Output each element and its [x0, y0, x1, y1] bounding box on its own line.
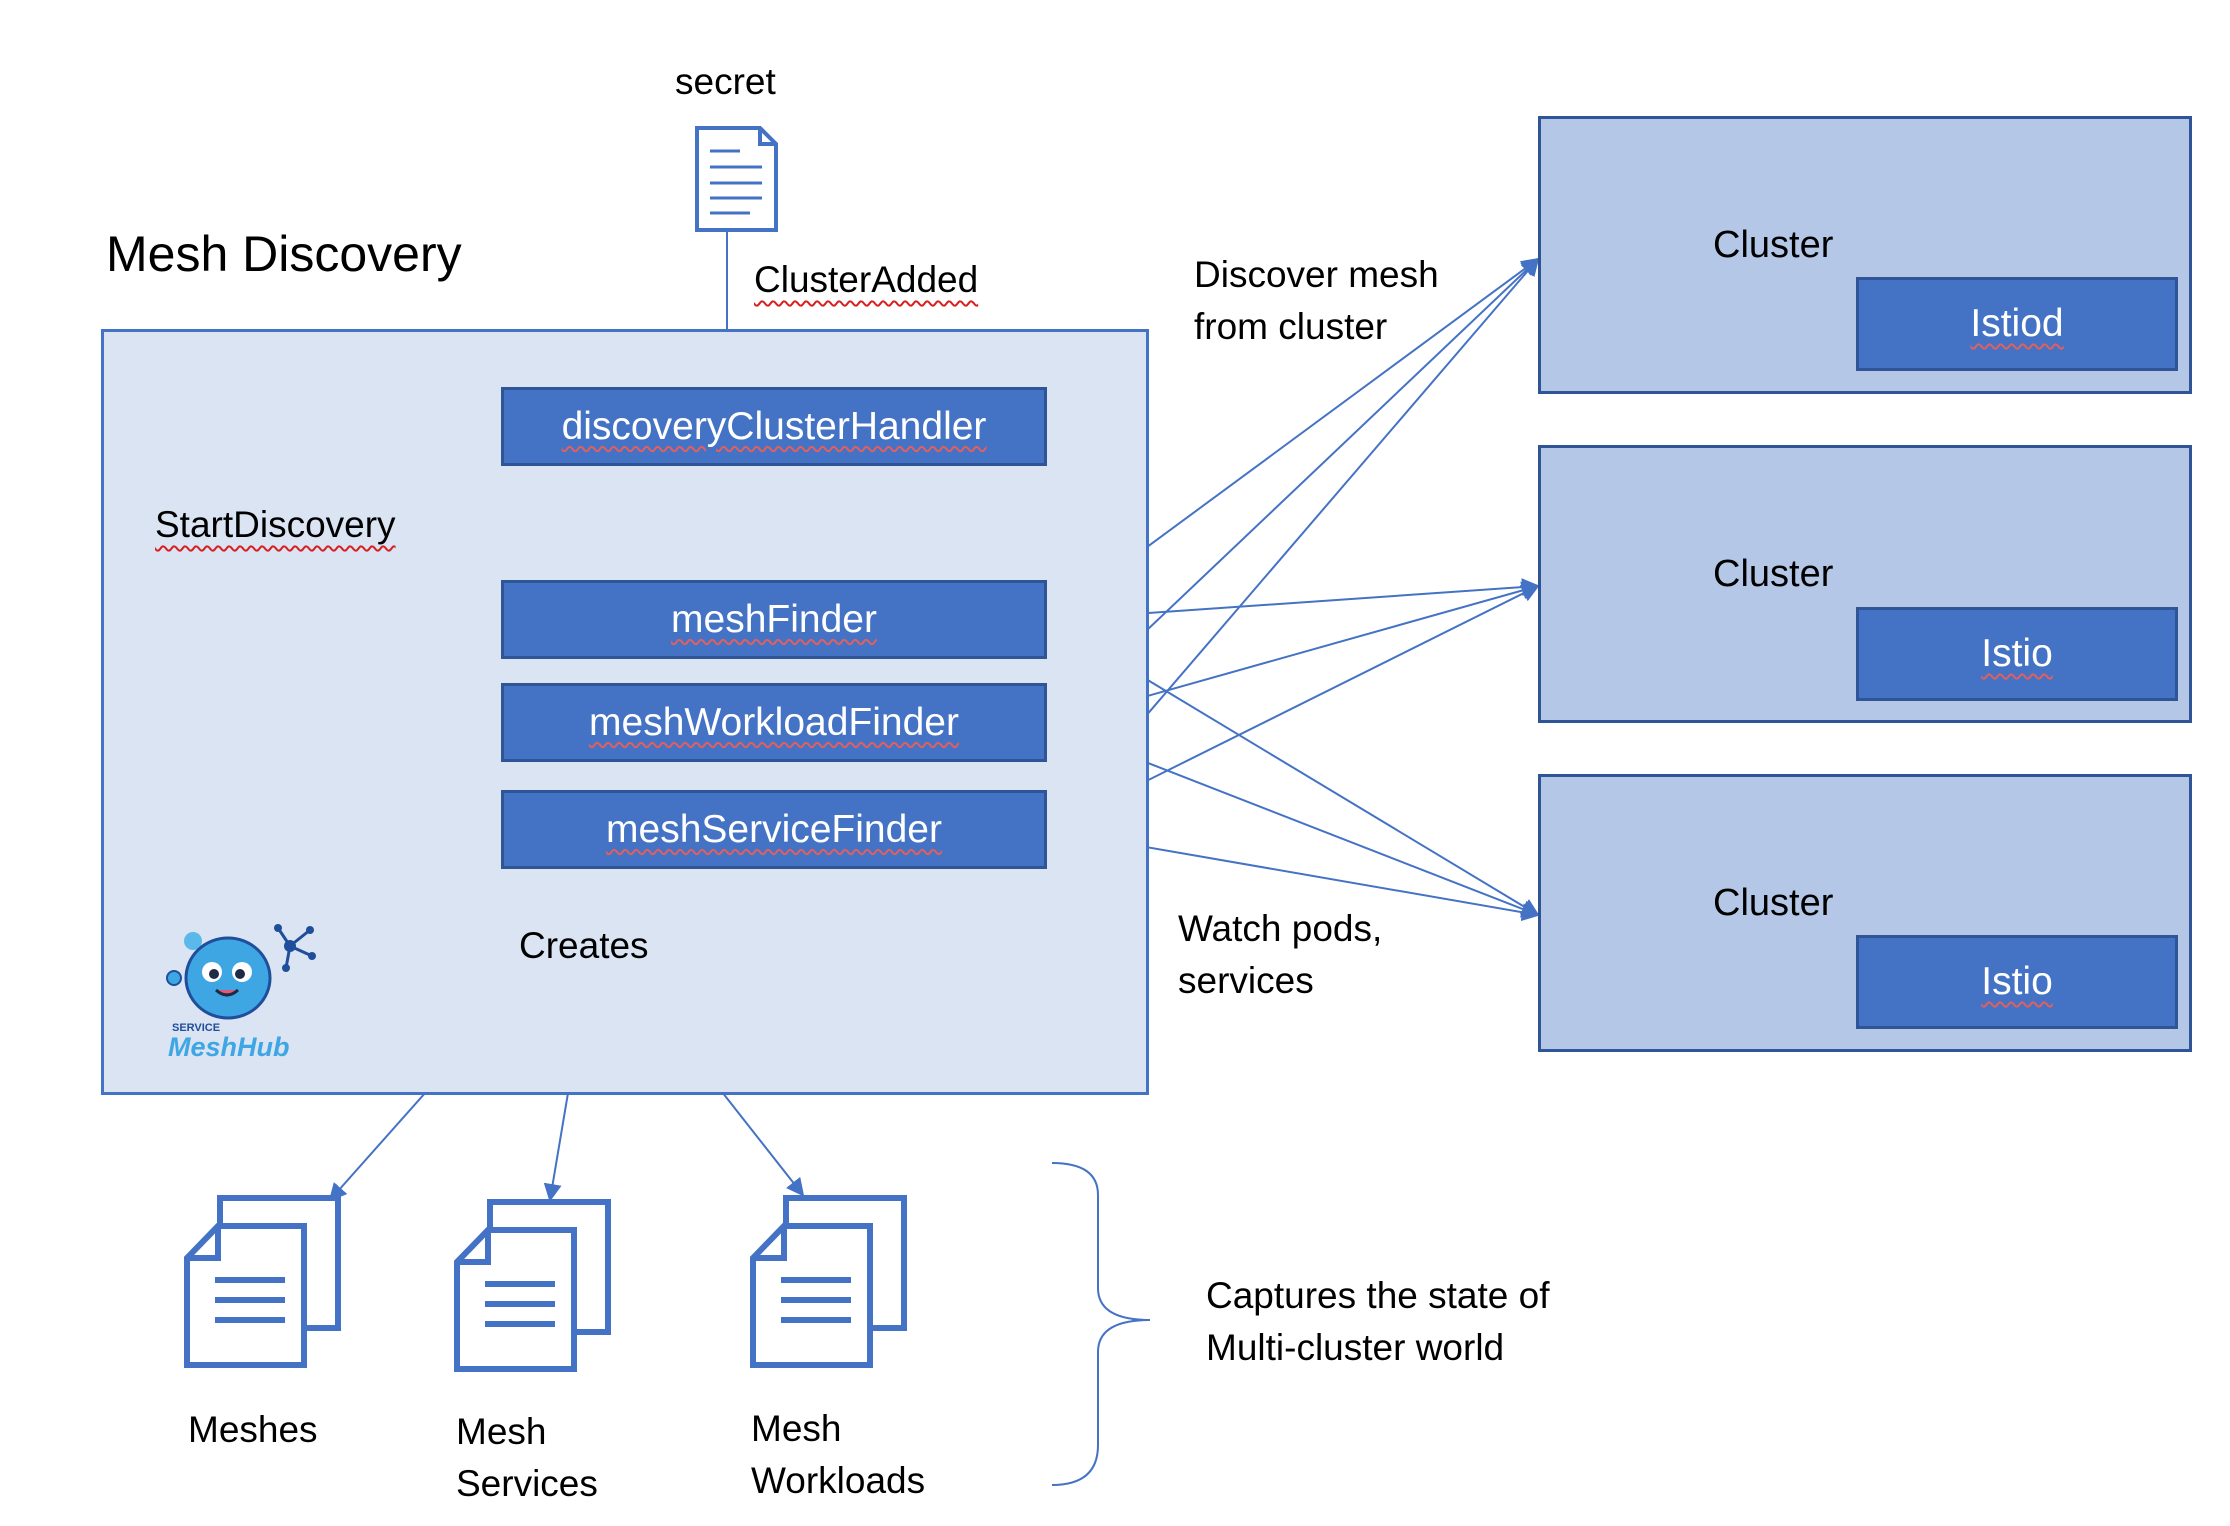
start-discovery-label: StartDiscovery: [155, 504, 396, 545]
discovery-cluster-handler-label: discoveryClusterHandler: [561, 404, 987, 448]
istio-box-3: Istio: [1856, 935, 2178, 1029]
mesh-workloads-label: Mesh Workloads: [751, 1408, 926, 1501]
watch-pods-label: Watch pods, services: [1178, 908, 1383, 1001]
discover-mesh-label: Discover mesh from cluster: [1194, 254, 1439, 347]
mesh-workload-finder-box: meshWorkloadFinder: [501, 683, 1047, 762]
istio-label-3: Istio: [1981, 960, 2053, 1003]
mesh-service-finder-box: meshServiceFinder: [501, 790, 1047, 869]
cluster-label-3: Cluster: [1713, 882, 1834, 924]
cluster-added-label: ClusterAdded: [754, 259, 979, 300]
logo-service-text: SERVICE: [172, 1022, 221, 1034]
page-title: Mesh Discovery: [106, 226, 462, 282]
creates-label: Creates: [519, 925, 649, 966]
meshes-document-icon: [184, 1195, 341, 1368]
istio-box-2: Istio: [1856, 607, 2178, 701]
meshhub-logo: SERVICE MeshHub: [160, 918, 320, 1066]
discovery-cluster-handler-box: discoveryClusterHandler: [501, 387, 1047, 466]
mesh-workload-finder-label: meshWorkloadFinder: [589, 700, 959, 744]
captures-state-label: Captures the state of Multi-cluster worl…: [1206, 1275, 1550, 1368]
cluster-label-1: Cluster: [1713, 224, 1834, 266]
meshes-label: Meshes: [188, 1409, 318, 1450]
mesh-workloads-document-icon: [750, 1195, 907, 1368]
istio-label-2: Istio: [1981, 632, 2053, 675]
curly-brace: [1051, 1162, 1151, 1486]
mesh-finder-label: meshFinder: [671, 597, 877, 641]
mesh-service-finder-label: meshServiceFinder: [606, 807, 942, 851]
cluster-label-2: Cluster: [1713, 553, 1834, 595]
istiod-box: Istiod: [1856, 277, 2178, 371]
mesh-services-label: Mesh Services: [456, 1411, 598, 1504]
mesh-services-document-icon: [454, 1199, 611, 1372]
mesh-finder-box: meshFinder: [501, 580, 1047, 659]
istiod-label: Istiod: [1970, 302, 2064, 345]
secret-label: secret: [675, 61, 776, 102]
logo-brand-text: MeshHub: [168, 1032, 290, 1062]
secret-document-icon: [695, 126, 778, 232]
